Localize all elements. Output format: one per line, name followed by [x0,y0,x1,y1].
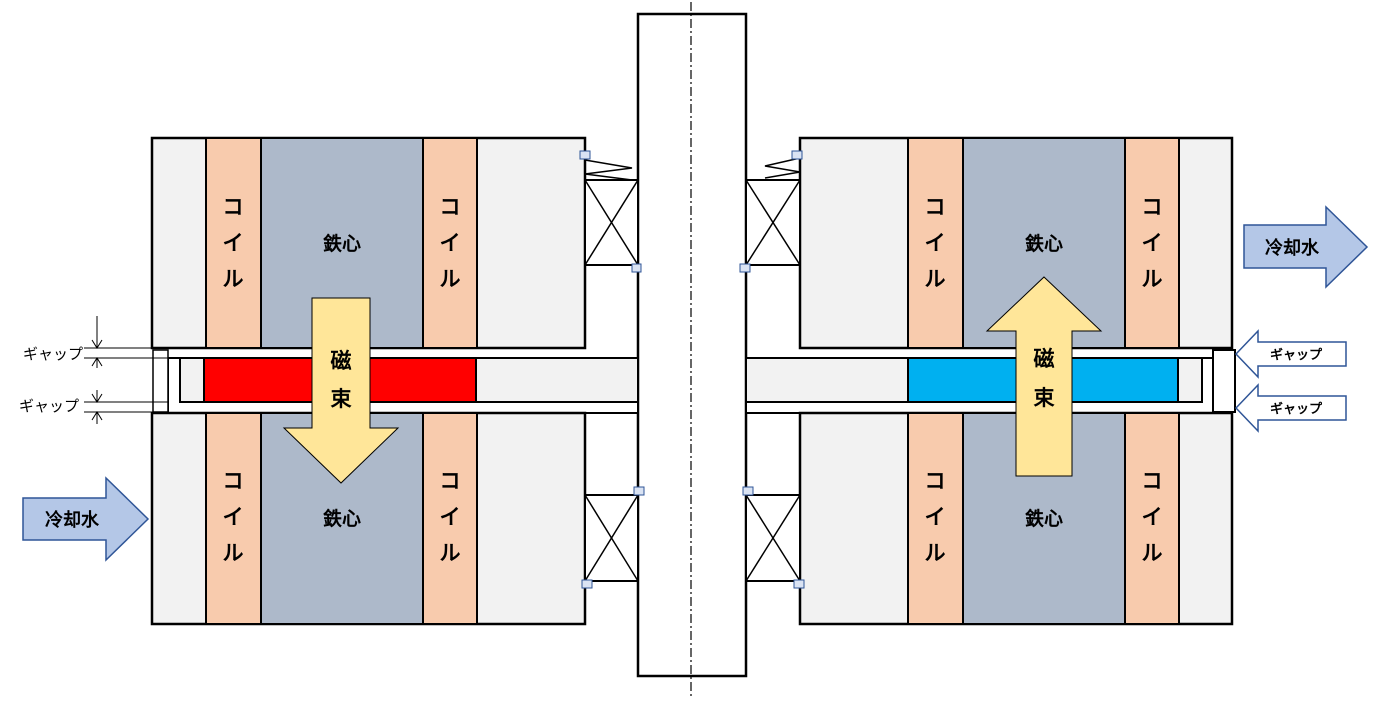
rotor-disc-right [745,349,1236,414]
coil-label-char: コ [223,469,244,493]
gap-dimension-left [84,316,168,424]
coil-label-char: コ [925,195,946,219]
coil-label-char: ル [1142,267,1163,291]
gap-arrow-lower: ギャップ [1234,383,1347,433]
coil-label-char: ル [440,541,461,565]
coil-label-char: イ [925,505,946,529]
core-label: 鉄心 [1025,507,1063,530]
coil-label-char: イ [1142,231,1163,255]
coil-label-char: ル [223,541,244,565]
bearing-right-upper [739,150,803,273]
flux-label-char: 束 [331,387,353,411]
coil-label-char: イ [440,505,461,529]
central-shaft [636,12,748,678]
core-label: 鉄心 [323,232,361,255]
gap-label: ギャップ [1270,401,1323,417]
coil-label-char: イ [1142,505,1163,529]
flux-label-char: 磁 [1034,347,1055,371]
coil-label-char: コ [440,469,461,493]
coil-label-char: ル [1142,541,1163,565]
gap-label: ギャップ [23,345,83,363]
coil-label-char: イ [440,231,461,255]
coil-label-char: ル [440,267,461,291]
rotor-disc-left [152,349,639,414]
core-label: 鉄心 [323,507,361,530]
gap-arrow-upper: ギャップ [1234,329,1347,379]
bearing-left-lower [581,486,645,589]
coolant-label: 冷却水 [45,509,100,531]
coil-label-char: コ [1142,195,1163,219]
coil-label-char: コ [1142,469,1163,493]
flux-arrow-down: 磁 束 [282,297,400,484]
coil-label-char: ル [925,541,946,565]
coolant-label: 冷却水 [1265,237,1320,259]
coil-label-char: コ [925,469,946,493]
gap-label: ギャップ [19,397,79,415]
flux-label-char: 磁 [331,349,352,373]
bearing-left-upper [579,150,642,273]
coolant-arrow-left: 冷却水 [22,476,150,562]
coil-label-char: ル [925,267,946,291]
bearing-right-lower [742,486,805,589]
coil-label-char: コ [223,195,244,219]
gap-label: ギャップ [1270,347,1323,363]
flux-arrow-up: 磁 束 [985,276,1103,477]
coil-label-char: イ [925,231,946,255]
coolant-arrow-right: 冷却水 [1243,205,1369,289]
flux-label-char: 束 [1034,386,1056,410]
coil-label-char: コ [440,195,461,219]
coil-label-char: イ [223,231,244,255]
coil-label-char: イ [223,505,244,529]
core-label: 鉄心 [1025,232,1063,255]
coil-label-char: ル [223,267,244,291]
